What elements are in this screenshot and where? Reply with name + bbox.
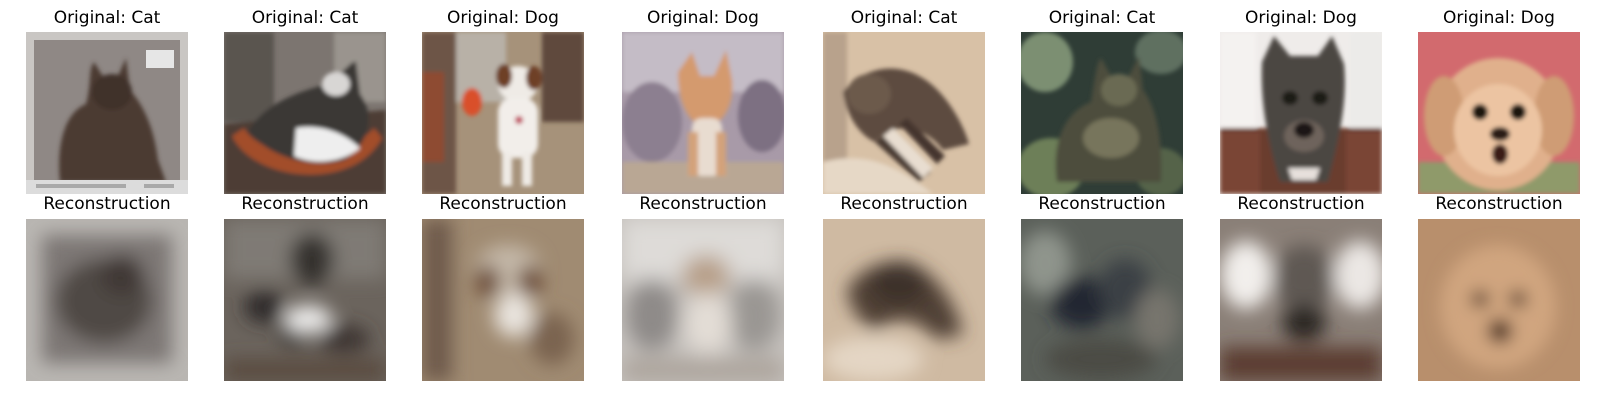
reconstruction-image xyxy=(422,219,584,381)
reconstruction-image xyxy=(823,219,985,381)
reconstruction-image xyxy=(1220,219,1382,381)
reconstruction-image xyxy=(622,219,784,381)
reconstruction-title: Reconstruction xyxy=(1237,194,1365,214)
reconstruction-title: Reconstruction xyxy=(43,194,171,214)
reconstruction-image xyxy=(1418,219,1580,381)
original-image xyxy=(1220,32,1382,194)
original-image xyxy=(823,32,985,194)
original-image xyxy=(224,32,386,194)
original-image xyxy=(422,32,584,194)
reconstruction-title: Reconstruction xyxy=(1435,194,1563,214)
reconstruction-title: Reconstruction xyxy=(241,194,369,214)
reconstruction-image xyxy=(224,219,386,381)
reconstruction-image xyxy=(26,219,188,381)
original-title: Original: Dog xyxy=(1245,8,1357,28)
original-image xyxy=(26,32,188,194)
original-title: Original: Dog xyxy=(647,8,759,28)
original-title: Original: Cat xyxy=(850,8,958,28)
reconstruction-title: Reconstruction xyxy=(840,194,968,214)
original-image xyxy=(1021,32,1183,194)
reconstruction-title: Reconstruction xyxy=(1038,194,1166,214)
reconstruction-title: Reconstruction xyxy=(439,194,567,214)
original-image xyxy=(1418,32,1580,194)
original-title: Original: Dog xyxy=(447,8,559,28)
original-image xyxy=(622,32,784,194)
reconstruction-title: Reconstruction xyxy=(639,194,767,214)
original-title: Original: Dog xyxy=(1443,8,1555,28)
original-title: Original: Cat xyxy=(1048,8,1156,28)
original-title: Original: Cat xyxy=(53,8,161,28)
original-title: Original: Cat xyxy=(251,8,359,28)
reconstruction-image xyxy=(1021,219,1183,381)
